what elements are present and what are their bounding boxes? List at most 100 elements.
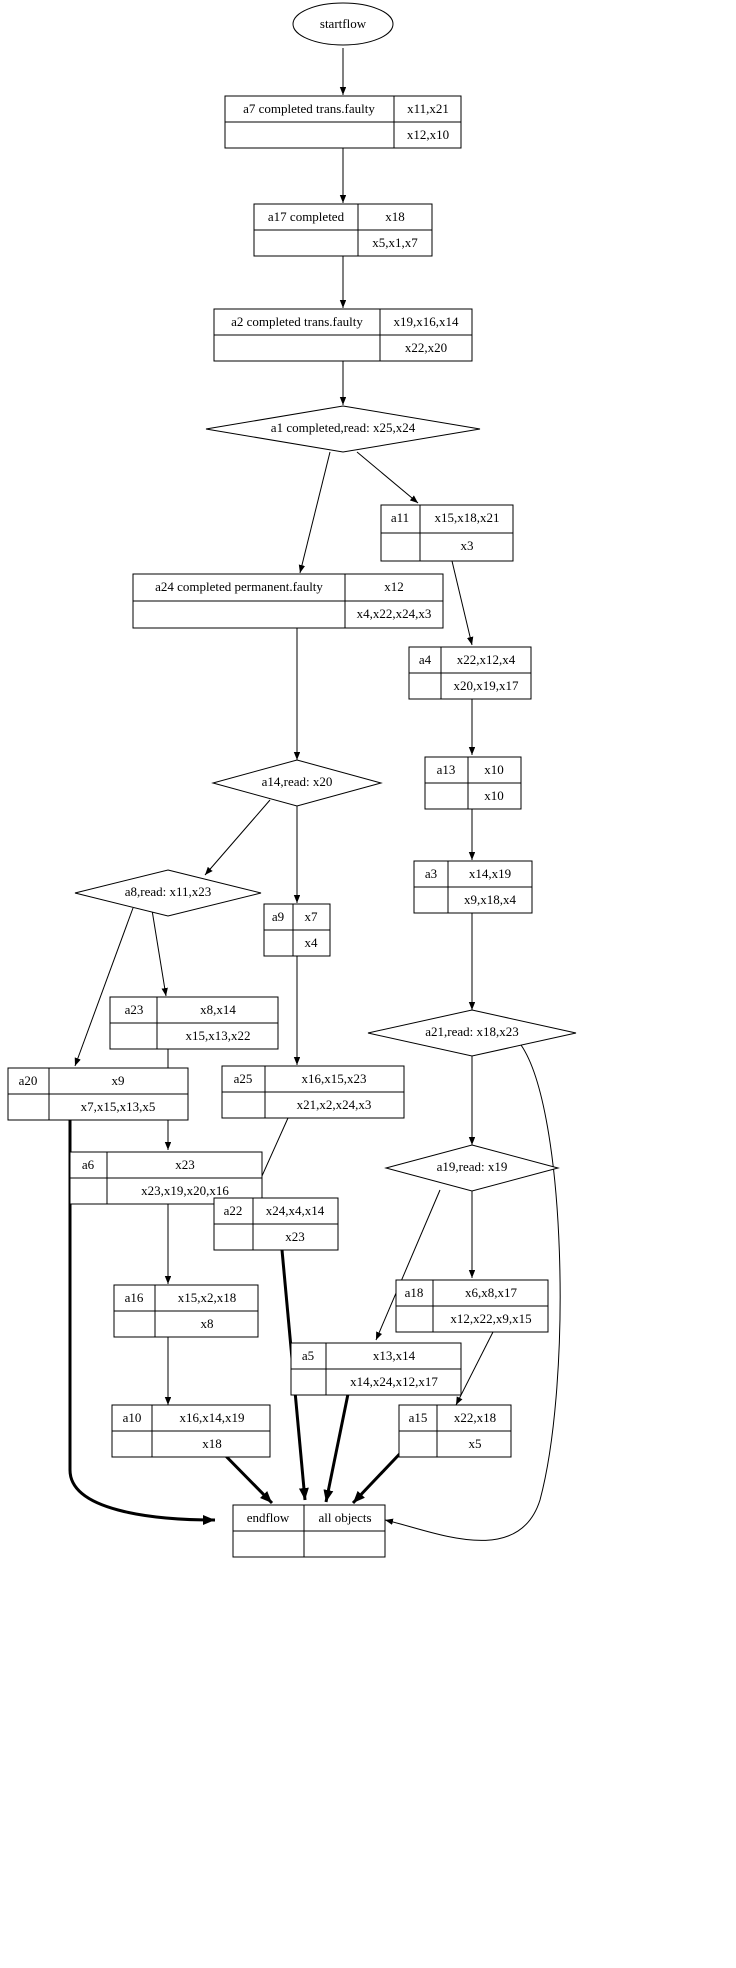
a18-left-label: a18 <box>405 1285 424 1300</box>
node-a24[interactable]: a24 completed permanent.faulty x12 x4,x2… <box>132 573 444 629</box>
a25-left-label: a25 <box>234 1071 253 1086</box>
a7-right-bottom: x12,x10 <box>407 127 449 142</box>
a4-right-top: x22,x12,x4 <box>457 652 516 667</box>
node-a4[interactable]: a4 x22,x12,x4 x20,x19,x17 <box>408 646 532 700</box>
node-a19[interactable]: a19,read: x19 <box>384 1144 560 1192</box>
a17-left-label: a17 completed <box>268 209 345 224</box>
node-a25[interactable]: a25 x16,x15,x23 x21,x2,x24,x3 <box>221 1065 405 1119</box>
a20-right-bottom: x7,x15,x13,x5 <box>81 1099 156 1114</box>
edge-a19-a5 <box>375 1189 441 1341</box>
a15-left-label: a15 <box>409 1410 428 1425</box>
node-a14[interactable]: a14,read: x20 <box>211 759 383 807</box>
a13-right-top: x10 <box>484 762 504 777</box>
edge-a8-a20 <box>74 907 134 1067</box>
node-a17[interactable]: a17 completed x18 x5,x1,x7 <box>253 203 433 257</box>
a17-right-top: x18 <box>385 209 405 224</box>
a11-right-top: x15,x18,x21 <box>435 510 500 525</box>
node-a23[interactable]: a23 x8,x14 x15,x13,x22 <box>109 996 279 1050</box>
a11-right-bottom: x3 <box>461 538 474 553</box>
edge-a21-endflow <box>384 1044 561 1541</box>
node-a15[interactable]: a15 x22,x18 x5 <box>398 1404 512 1458</box>
a23-right-top: x8,x14 <box>200 1002 236 1017</box>
node-a22[interactable]: a22 x24,x4,x14 x23 <box>213 1197 339 1251</box>
node-a18[interactable]: a18 x6,x8,x17 x12,x22,x9,x15 <box>395 1279 549 1333</box>
a13-left-label: a13 <box>437 762 456 777</box>
a15-right-bottom: x5 <box>469 1436 482 1451</box>
a16-right-top: x15,x2,x18 <box>178 1290 237 1305</box>
a13-right-bottom: x10 <box>484 788 504 803</box>
a23-right-bottom: x15,x13,x22 <box>186 1028 251 1043</box>
a1-label: a1 completed,read: x25,x24 <box>271 420 416 435</box>
a9-right-bottom: x4 <box>305 935 319 950</box>
a16-left-label: a16 <box>125 1290 144 1305</box>
a21-label: a21,read: x18,x23 <box>425 1024 519 1039</box>
a15-right-top: x22,x18 <box>454 1410 496 1425</box>
a8-label: a8,read: x11,x23 <box>125 884 212 899</box>
a17-right-bottom: x5,x1,x7 <box>372 235 418 250</box>
node-a9[interactable]: a9 x7 x4 <box>263 903 331 957</box>
a7-left-label: a7 completed trans.faulty <box>243 101 375 116</box>
a6-left-label: a6 <box>82 1157 95 1172</box>
a24-right-top: x12 <box>384 579 404 594</box>
a10-left-label: a10 <box>123 1410 142 1425</box>
a24-right-bottom: x4,x22,x24,x3 <box>357 606 432 621</box>
a22-right-bottom: x23 <box>285 1229 305 1244</box>
all-objects-label: all objects <box>318 1510 371 1525</box>
edge-layer <box>68 48 561 1541</box>
edge-a14-a8 <box>204 799 271 876</box>
edge-a8-a23 <box>151 909 168 997</box>
a18-right-bottom: x12,x22,x9,x15 <box>450 1311 531 1326</box>
a16-right-bottom: x8 <box>201 1316 214 1331</box>
node-a11[interactable]: a11 x15,x18,x21 x3 <box>380 504 514 562</box>
a19-label: a19,read: x19 <box>437 1159 508 1174</box>
a5-left-label: a5 <box>302 1348 314 1363</box>
a3-right-top: x14,x19 <box>469 866 511 881</box>
node-a7[interactable]: a7 completed trans.faulty x11,x21 x12,x1… <box>224 95 462 149</box>
a4-left-label: a4 <box>419 652 432 667</box>
node-a13[interactable]: a13 x10 x10 <box>424 756 522 810</box>
node-a8[interactable]: a8,read: x11,x23 <box>74 869 262 917</box>
a22-right-top: x24,x4,x14 <box>266 1203 325 1218</box>
node-endflow[interactable]: endflow all objects <box>232 1504 386 1558</box>
edge-a18-a15 <box>455 1329 495 1406</box>
a3-left-label: a3 <box>425 866 437 881</box>
node-a16[interactable]: a16 x15,x2,x18 x8 <box>113 1284 259 1338</box>
startflow-label: startflow <box>320 16 367 31</box>
node-a3[interactable]: a3 x14,x19 x9,x18,x4 <box>413 860 533 914</box>
a3-right-bottom: x9,x18,x4 <box>464 892 517 907</box>
a2-left-label: a2 completed trans.faulty <box>231 314 363 329</box>
a10-right-top: x16,x14,x19 <box>180 1410 245 1425</box>
node-a2[interactable]: a2 completed trans.faulty x19,x16,x14 x2… <box>213 308 473 362</box>
edge-a1-a24 <box>298 451 331 574</box>
a18-right-top: x6,x8,x17 <box>465 1285 518 1300</box>
a2-right-top: x19,x16,x14 <box>394 314 460 329</box>
edge-a20-endflow <box>68 1113 216 1525</box>
node-a20[interactable]: a20 x9 x7,x15,x13,x5 <box>7 1067 189 1121</box>
a25-right-top: x16,x15,x23 <box>302 1071 367 1086</box>
node-a21[interactable]: a21,read: x18,x23 <box>367 1009 577 1057</box>
node-a1[interactable]: a1 completed,read: x25,x24 <box>205 405 481 453</box>
edge-a11-a4 <box>451 560 474 646</box>
a5-right-bottom: x14,x24,x12,x17 <box>350 1374 438 1389</box>
node-a5[interactable]: a5 x13,x14 x14,x24,x12,x17 <box>290 1342 462 1396</box>
a7-right-top: x11,x21 <box>407 101 449 116</box>
a11-left-label: a11 <box>391 510 409 525</box>
node-a6[interactable]: a6 x23 x23,x19,x20,x16 <box>69 1151 263 1205</box>
node-startflow[interactable]: startflow <box>292 2 394 46</box>
a22-left-label: a22 <box>224 1203 243 1218</box>
a10-right-bottom: x18 <box>202 1436 222 1451</box>
edge-a1-a11 <box>356 451 419 504</box>
a5-right-top: x13,x14 <box>373 1348 416 1363</box>
a14-label: a14,read: x20 <box>262 774 333 789</box>
a20-left-label: a20 <box>19 1073 38 1088</box>
a9-left-label: a9 <box>272 909 284 924</box>
a2-right-bottom: x22,x20 <box>405 340 447 355</box>
a6-right-top: x23 <box>175 1157 195 1172</box>
a20-right-top: x9 <box>112 1073 125 1088</box>
a23-left-label: a23 <box>125 1002 144 1017</box>
a25-right-bottom: x21,x2,x24,x3 <box>297 1097 372 1112</box>
node-a10[interactable]: a10 x16,x14,x19 x18 <box>111 1404 271 1458</box>
a6-right-bottom: x23,x19,x20,x16 <box>141 1183 229 1198</box>
